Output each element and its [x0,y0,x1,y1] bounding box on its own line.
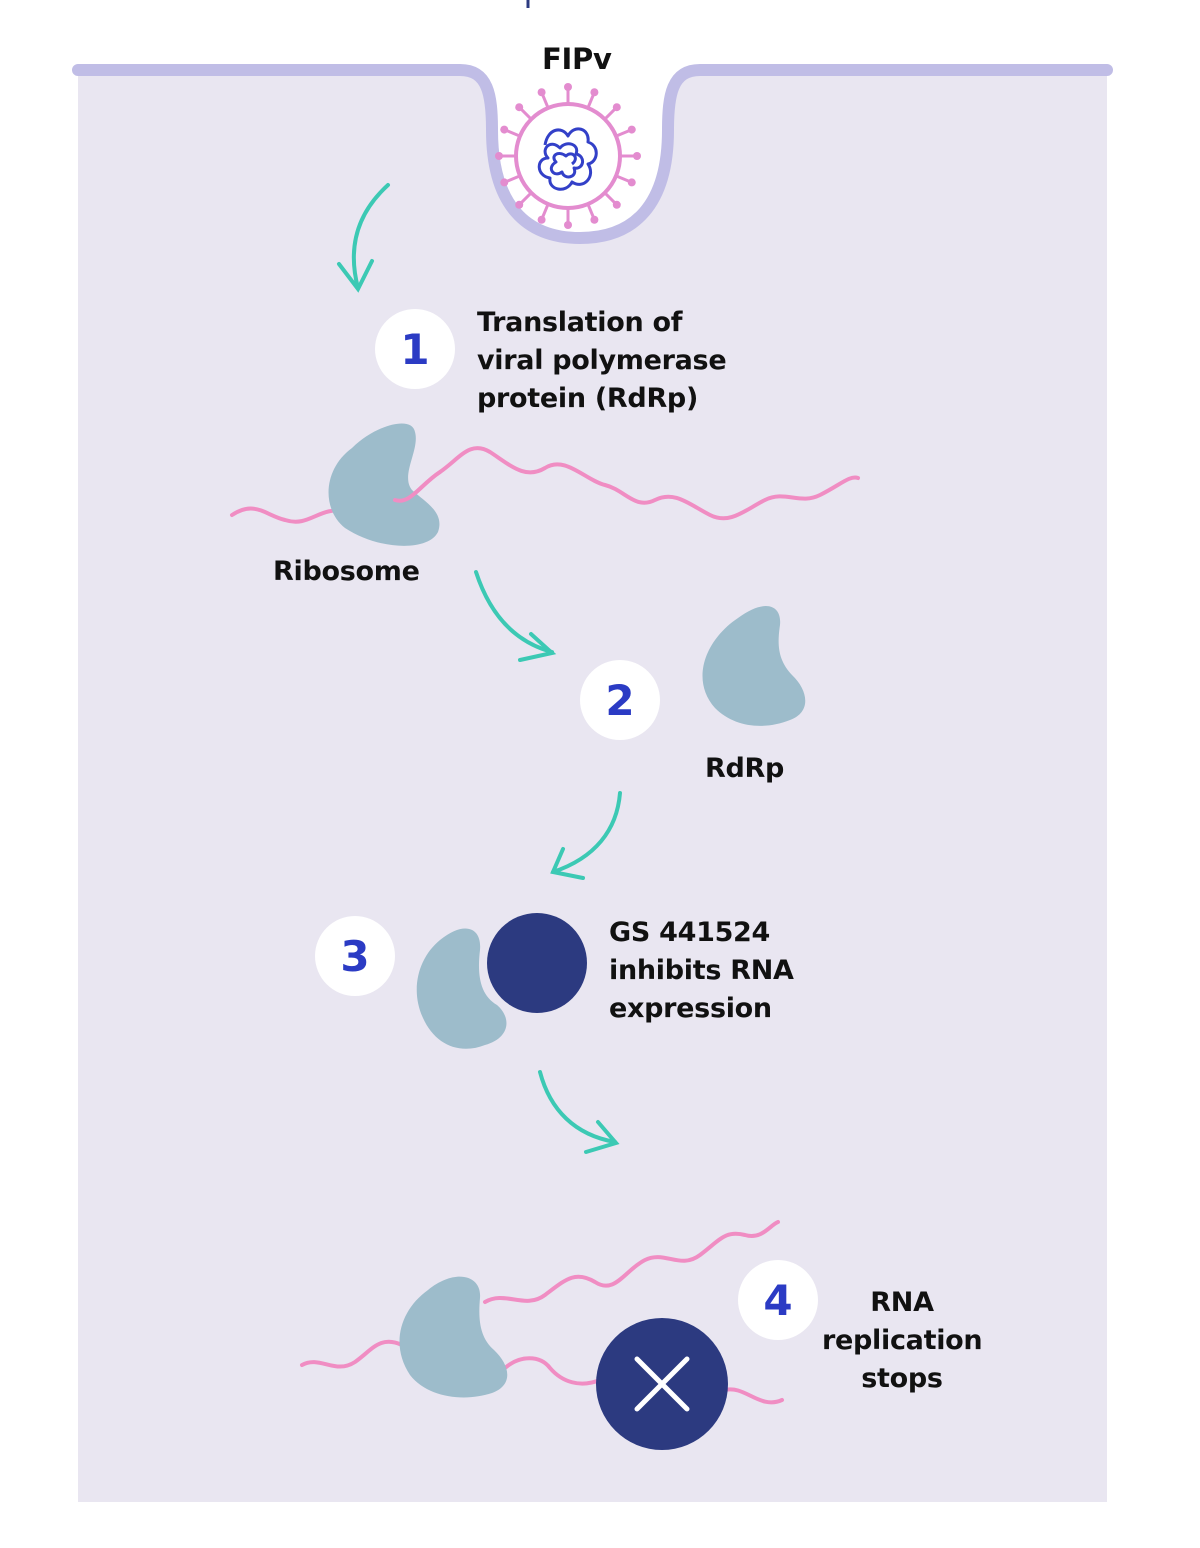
arrow-3 [550,791,622,880]
step-2-number: 2 [605,675,635,725]
virus-icon [495,83,641,229]
mrna-strand-4-lower [300,1339,404,1369]
step-2-badge: 2 [580,660,660,740]
virus-spike-tip [515,103,524,112]
step-4-badge: 4 [738,1260,818,1340]
ribosome-blocked-icon [399,1276,508,1398]
virus-spike-tip [564,83,572,91]
step-3-badge: 3 [315,916,395,996]
mrna-strand-4-right [503,1356,602,1386]
ribosome-label: Ribosome [273,556,420,587]
virus-spike-tip [627,178,636,187]
step-4-number: 4 [763,1275,793,1325]
virus-spike-tip [495,152,503,160]
step-3-number: 3 [340,931,370,981]
step-4-text: RNA replication stops [822,1287,983,1394]
mrna-strand-4-upper [483,1220,780,1304]
drug-icon [487,913,587,1013]
virus-rna [537,127,598,191]
virus-spike-tip [590,88,599,97]
virus-spike-tip [633,152,641,160]
blocked-x-icon [634,1356,690,1412]
mrna-strand-1-over [393,470,442,503]
virus-spike-tip [537,88,546,97]
virus-label: FIPv [542,42,612,76]
step-1-badge: 1 [375,309,455,389]
step-1-number: 1 [400,324,430,374]
arrow-2 [474,570,557,662]
ribosome-icon [328,423,440,546]
virus-spike-tip [500,178,509,187]
virus-spike-tip [627,125,636,134]
virus-spike-tip [590,215,599,224]
cell-membrane [72,64,1113,245]
step-3-text: GS 441524 inhibits RNA expression [609,917,794,1024]
virus-spike-tip [500,125,509,134]
step-1-text: Translation of viral polymerase protein … [477,307,727,414]
virus-spike-tip [612,103,621,112]
arrow-4 [538,1070,620,1154]
cell-background [78,70,1107,1502]
arrow-1 [337,183,390,293]
rdrp-icon [702,606,806,726]
virus-spike-tip [537,215,546,224]
rdrp-with-drug-icon [416,928,507,1049]
mrna-strand-4-tail [723,1387,784,1405]
virus-spike-tip [564,221,572,229]
rdrp-label: RdRp [705,753,785,784]
virus-spike-tip [515,200,524,209]
virus-spike-tip [612,200,621,209]
